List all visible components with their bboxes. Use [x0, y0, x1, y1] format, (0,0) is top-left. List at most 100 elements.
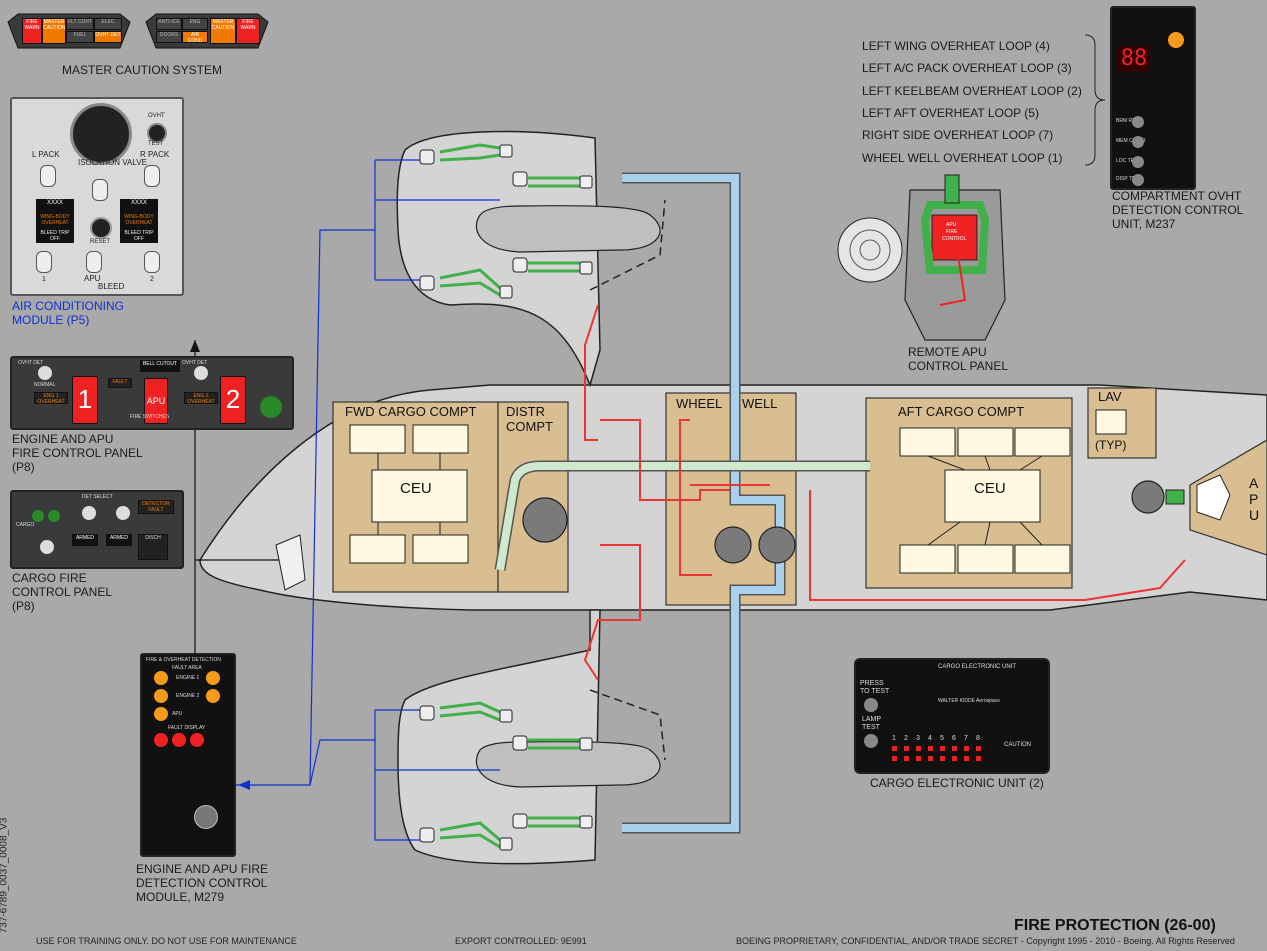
- mc-light-fire-warn-r[interactable]: FIRE WARN: [236, 18, 260, 44]
- fp-fire-switches: FIRE SWITCHES: [130, 414, 170, 420]
- ac-left-bleed-trip: BLEED TRIP OFF: [36, 229, 74, 243]
- cfp-fwd-select[interactable]: [82, 506, 96, 520]
- fire-panel-label-1: ENGINE AND APU: [12, 432, 114, 446]
- fire-control-panel: OVHT DET NORMAL 1 BELL CUTOUT APU FIRE S…: [10, 356, 294, 430]
- bleed-1-switch[interactable]: [36, 251, 52, 273]
- cargo-panel-label-2: CONTROL PANEL: [12, 585, 113, 599]
- apu-bleed-switch[interactable]: [86, 251, 102, 273]
- dcm-display-lamp-3: [190, 733, 204, 747]
- ac-left-display: XXXX: [36, 199, 74, 213]
- fire-panel-label-3: (P8): [12, 460, 35, 474]
- fp-test-switch[interactable]: [260, 396, 282, 418]
- lower-nacelle: [397, 609, 601, 865]
- lower-inner-contour: [475, 741, 661, 788]
- ovht-test-button[interactable]: [147, 123, 167, 143]
- cfp-disch[interactable]: DISCH: [138, 534, 168, 560]
- ac-right-display: XXXX: [120, 199, 158, 213]
- ac-bleed-label: BLEED: [98, 282, 125, 291]
- cou-fault-lamp: [1168, 32, 1184, 48]
- typ-label: (TYP): [1095, 438, 1127, 452]
- loop-left-ac-pack: LEFT A/C PACK OVERHEAT LOOP (3): [862, 61, 1072, 75]
- ceu-led-row-a: [892, 746, 984, 751]
- cfp-aft-light: [48, 510, 60, 522]
- cou-btn-3[interactable]: [1132, 156, 1144, 168]
- apu-outline: [1196, 474, 1231, 521]
- ac-eng2-label: 2: [150, 276, 154, 283]
- trip-reset-button[interactable]: [90, 217, 112, 239]
- master-caution-label: MASTER CAUTION SYSTEM: [62, 63, 223, 77]
- mc-light-air-cond: AIR COND: [182, 31, 208, 44]
- dcm-apu: APU: [172, 711, 183, 717]
- ceu-lamp-test-btn[interactable]: [864, 734, 878, 748]
- ceu-aft-box: [944, 469, 1041, 523]
- cou-mem-clear: MEM CLEAR: [1116, 138, 1146, 144]
- ac-eng1-label: 1: [42, 276, 46, 283]
- ceu-aft-label: CEU: [974, 480, 1006, 497]
- mc-light-anti-ice: ANTI-ICE: [156, 18, 182, 30]
- ac-left-wing-body: WING-BODY OVERHEAT: [36, 213, 74, 229]
- cargo-unit-label: CARGO ELECTRONIC UNIT (2): [870, 776, 1044, 790]
- fp-normal-l: NORMAL: [34, 382, 56, 388]
- cfp-aft-select[interactable]: [116, 506, 130, 520]
- fp-ovht-det-l: OVHT DET: [18, 360, 44, 366]
- fp-eng1-overheat: ENG 1 OVERHEAT: [34, 392, 68, 405]
- cfp-fwd-armed[interactable]: ARMED: [72, 534, 98, 546]
- apu-fire-handle: [931, 214, 978, 261]
- mc-light-master-caution-r[interactable]: MASTER CAUTION: [210, 18, 236, 44]
- handheld-device: [275, 534, 306, 591]
- arrow-up: [190, 340, 200, 352]
- dcm-eng2-left-lamp: [154, 689, 168, 703]
- cou-loc-test: LOC TEST: [1116, 158, 1141, 164]
- cou-btn-2[interactable]: [1132, 136, 1144, 148]
- cou-btn-4[interactable]: [1132, 174, 1144, 186]
- cargo-panel-label-3: (P8): [12, 599, 35, 613]
- cfp-aft-armed[interactable]: ARMED: [106, 534, 132, 546]
- ceu-press-test-btn[interactable]: [864, 698, 878, 712]
- ceu-n1: 1: [892, 735, 896, 742]
- apu-horn: [837, 217, 903, 283]
- loop-left-aft: LEFT AFT OVERHEAT LOOP (5): [862, 106, 1039, 120]
- duct-press-gauge: [70, 103, 132, 165]
- cargo-panel-label-1: CARGO FIRE: [12, 571, 87, 585]
- dcm-engine1: ENGINE 1: [176, 675, 200, 681]
- cfp-det-select: DET SELECT: [82, 494, 113, 500]
- ac-isolation-valve-label: ISOLATION VALVE: [78, 158, 147, 167]
- cfp-test-button[interactable]: [40, 540, 54, 554]
- fp-ovht-det-switch-l[interactable]: [38, 366, 52, 380]
- dcm-label-1: ENGINE AND APU FIRE: [136, 862, 269, 876]
- dcm-label-2: DETECTION CONTROL: [136, 876, 268, 890]
- cfp-fwd-light: [32, 510, 44, 522]
- dcm-header: FIRE & OVERHEAT DETECTION: [146, 657, 221, 663]
- loop-left-wing: LEFT WING OVERHEAT LOOP (4): [862, 39, 1050, 53]
- lower-dash: [589, 689, 666, 761]
- ac-apu-label: APU: [84, 274, 101, 283]
- cou-btn-1[interactable]: [1132, 116, 1144, 128]
- loop-wheel-well: WHEEL WELL OVERHEAT LOOP (1): [862, 151, 1063, 165]
- fp-eng2-handle[interactable]: 2: [220, 376, 246, 424]
- well-label: WELL: [742, 396, 778, 411]
- dcm-test-button[interactable]: [194, 805, 218, 829]
- loop-left-keelbeam: LEFT KEELBEAM OVERHEAT LOOP (2): [862, 84, 1082, 98]
- smoke-detectors: [349, 409, 1127, 574]
- mc-light-fire-warn-l[interactable]: FIRE WARN: [22, 18, 42, 44]
- fp-ovht-det-switch-r[interactable]: [194, 366, 208, 380]
- fire-panel-label-2: FIRE CONTROL PANEL: [12, 446, 143, 460]
- isolation-valve-switch[interactable]: [92, 179, 108, 201]
- fp-eng2-overheat: ENG 2 OVERHEAT: [184, 392, 218, 405]
- fp-apu-handle[interactable]: APU: [144, 378, 168, 424]
- detection-control-module: FIRE & OVERHEAT DETECTION FAULT AREA ENG…: [140, 653, 236, 857]
- distr-label: DISTR: [506, 404, 545, 419]
- ceu-led-row-b: [892, 756, 984, 761]
- fp-eng1-handle[interactable]: 1: [72, 376, 98, 424]
- bleed-2-switch[interactable]: [144, 251, 160, 273]
- dcm-eng2-right-lamp: [206, 689, 220, 703]
- ceu-press-2: TO TEST: [860, 688, 890, 695]
- ceu-n7: 7: [964, 735, 968, 742]
- r-pack-switch[interactable]: [144, 165, 160, 187]
- mc-light-master-caution-l[interactable]: MASTER CAUTION: [42, 18, 66, 44]
- l-pack-switch[interactable]: [40, 165, 56, 187]
- fp-bell-cutout[interactable]: BELL CUTOUT: [140, 360, 180, 372]
- ac-l-pack-label: L PACK: [32, 150, 60, 159]
